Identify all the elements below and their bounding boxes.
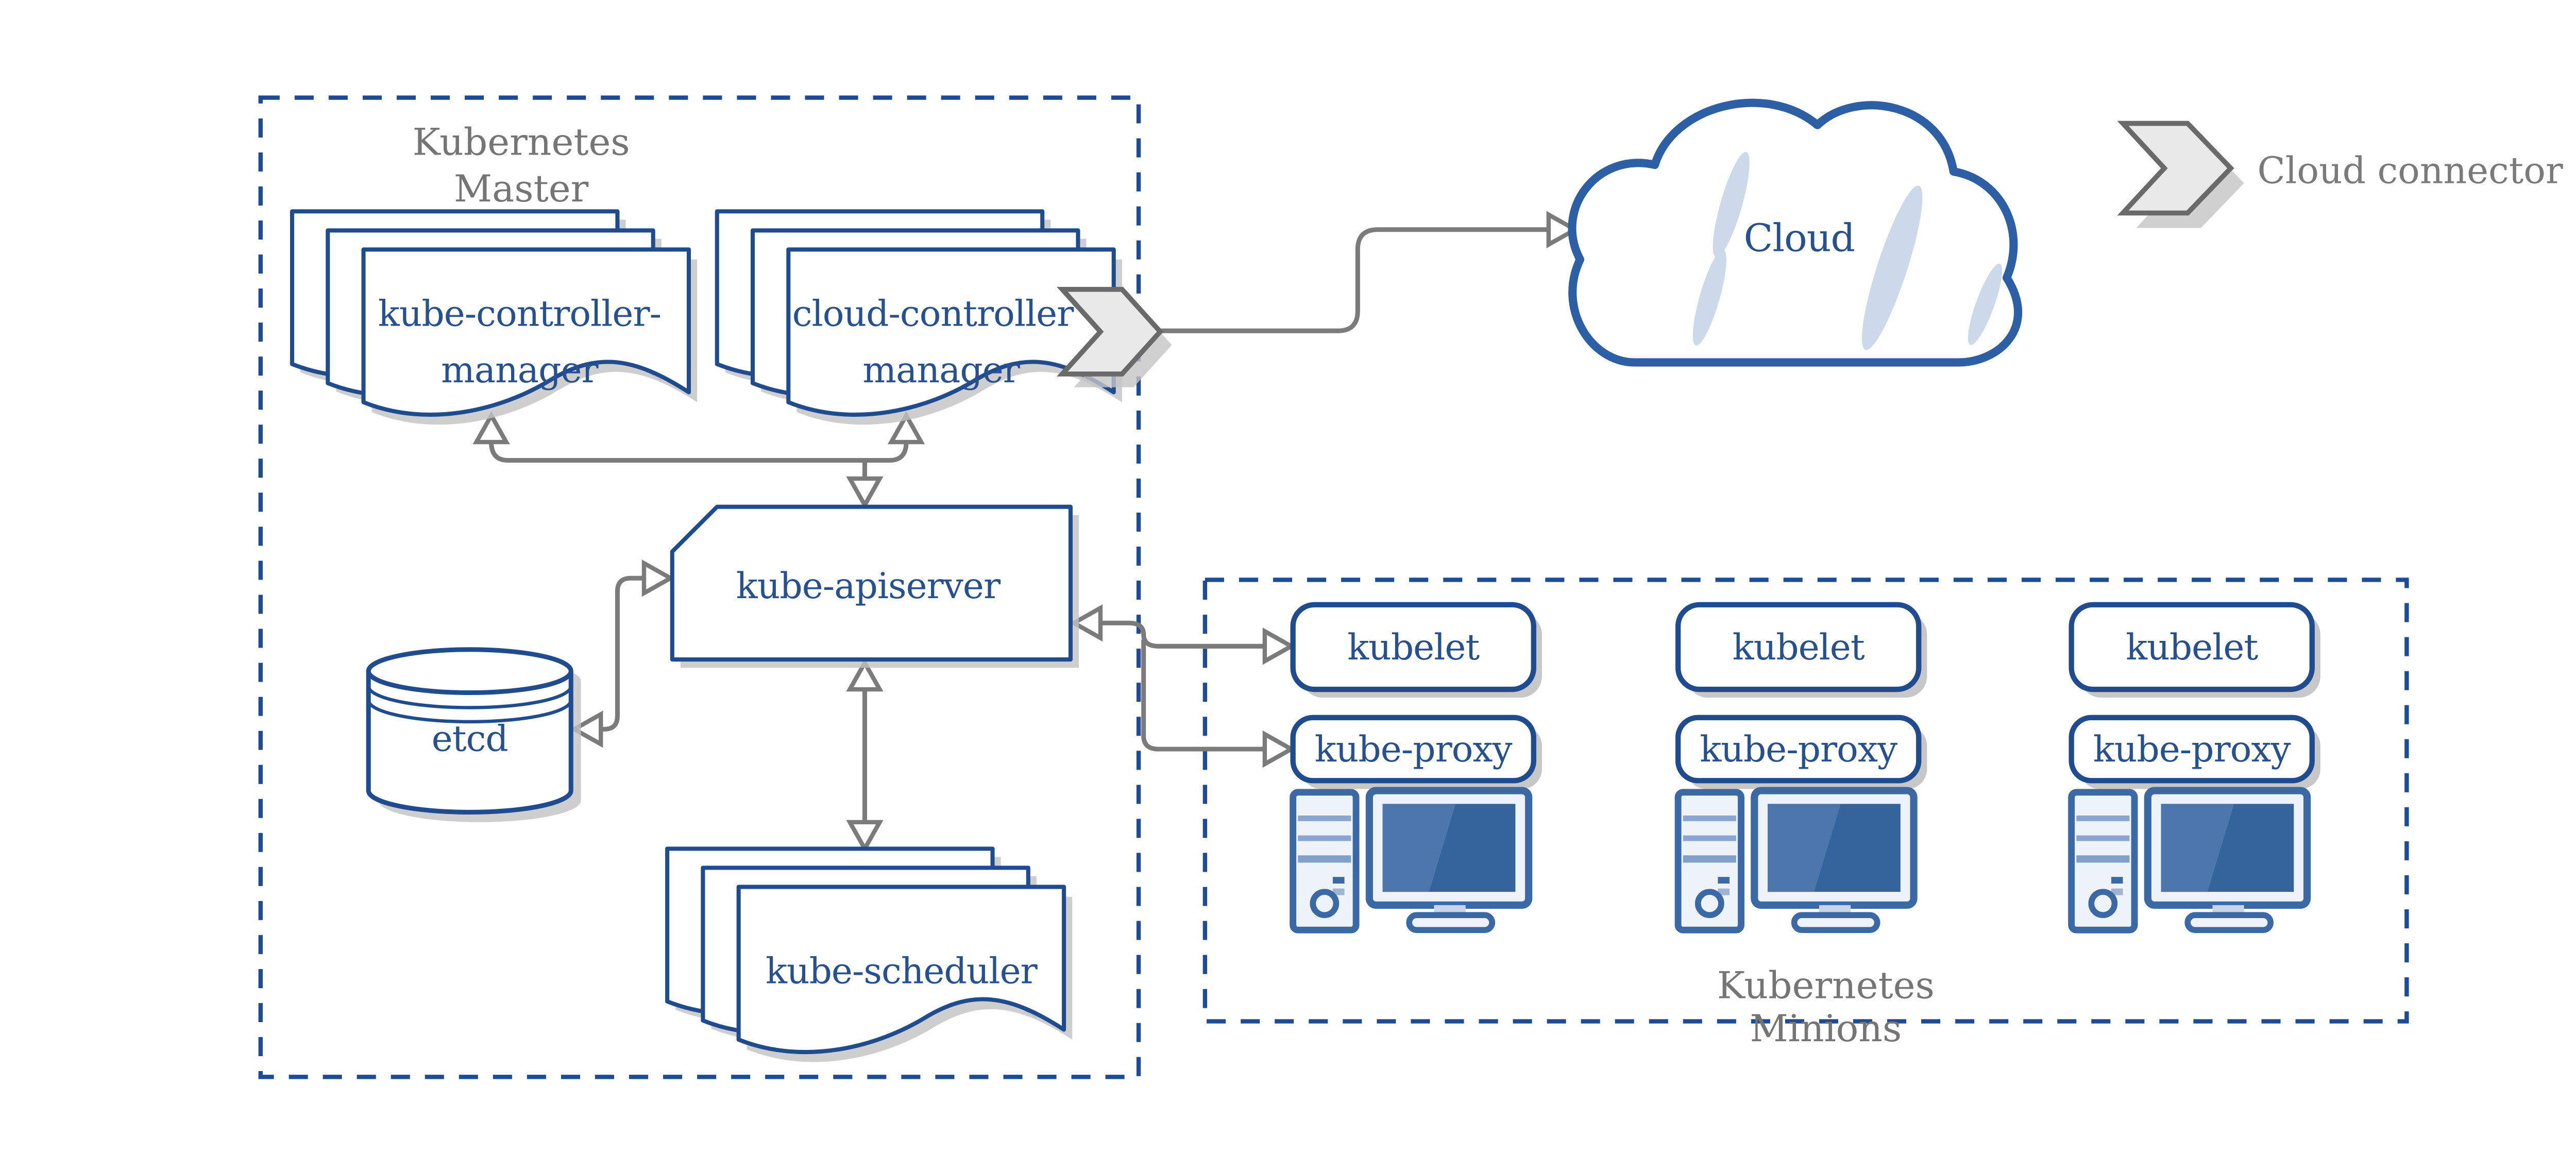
minion-node-2: kubelet kube-proxy	[1675, 602, 1927, 930]
kube-apiserver-node: kube-apiserver	[670, 504, 1079, 668]
kube-controller-manager-node: kube-controller- manager	[292, 211, 698, 425]
kubelet-badge	[2069, 602, 2315, 692]
legend-cloud-connector-label: Cloud connector	[2257, 149, 2563, 192]
legend: Cloud connector	[2117, 121, 2563, 228]
kube-scheduler-label: kube-scheduler	[766, 951, 1038, 992]
cloud-highlight	[1713, 151, 1750, 258]
arrow-up-into-cloud-controller-manager	[887, 411, 925, 445]
kubelet-badge	[1290, 602, 1536, 692]
arrow-up-into-kube-controller-manager	[472, 411, 510, 445]
minions-title-line1: Kubernetes	[1717, 964, 1935, 1007]
cloud-node: Cloud	[1568, 98, 2022, 367]
arrow-left-into-etcd	[570, 710, 603, 748]
etcd-cylinder-top	[366, 647, 573, 696]
etcd-node: etcd	[366, 647, 581, 822]
etcd-ridge	[366, 686, 573, 709]
arrow-right-into-kube-proxy	[1262, 730, 1296, 768]
kube-proxy-label: kube-proxy	[2093, 729, 2291, 770]
arrow-right-into-apiserver-left	[641, 559, 675, 597]
kube-proxy-badge	[1675, 715, 1922, 784]
master-title-line2: Master	[454, 167, 589, 211]
kube-proxy-badge	[1290, 715, 1536, 784]
kube-controller-manager-label-line1: kube-controller-	[378, 294, 661, 335]
cloud-controller-manager-node: cloud-controller manager	[717, 211, 1172, 425]
kubernetes-master-boundary	[258, 95, 1141, 1079]
kubelet-label: kubelet	[1347, 627, 1480, 668]
minion-node-1: kubelet kube-proxy	[1290, 602, 1542, 930]
cloud-highlight	[1968, 263, 2003, 345]
cloud-connector-line	[1160, 227, 1549, 333]
kube-apiserver-label: kube-apiserver	[736, 566, 1001, 607]
kubernetes-minions-boundary	[1202, 578, 2409, 1024]
minions-title-line2: Minions	[1750, 1007, 1902, 1050]
workstation-icon	[1678, 791, 1913, 930]
kube-proxy-badge	[2069, 715, 2315, 784]
kube-scheduler-node: kube-scheduler	[667, 849, 1073, 1062]
workstation-icon	[2072, 791, 2307, 930]
cloud-shape	[1568, 98, 2022, 367]
arrow-down-into-scheduler	[846, 820, 884, 853]
cloud-controller-manager-label-line2: manager	[862, 350, 1020, 391]
apiserver-kubelet-line	[1100, 620, 1265, 649]
kube-controller-manager-label-line2: manager	[441, 350, 599, 391]
arrow-left-into-apiserver-right	[1069, 604, 1103, 642]
apiserver-etcd-line	[601, 575, 644, 732]
arrow-up-into-apiserver-bottom	[846, 658, 884, 692]
connectors	[472, 211, 1580, 853]
managers-bus-line	[489, 442, 909, 463]
legend-cloud-connector-icon	[2117, 121, 2234, 216]
etcd-label: etcd	[432, 718, 508, 759]
kube-proxy-label: kube-proxy	[1315, 729, 1513, 770]
apiserver-kubeproxy-line	[1141, 639, 1265, 752]
kubelet-badge	[1675, 602, 1922, 692]
arrow-right-into-kubelet	[1262, 628, 1296, 665]
cloud-connector-chevron-icon	[1056, 286, 1164, 377]
cloud-highlight	[1862, 185, 1923, 350]
apiserver-shape	[670, 504, 1073, 662]
arrow-right-into-cloud	[1546, 211, 1580, 248]
etcd-ridge	[366, 700, 573, 724]
workstation-icon	[1293, 791, 1529, 930]
cloud-highlight	[1692, 249, 1726, 346]
arrow-down-into-apiserver	[846, 476, 884, 510]
cloud-label: Cloud	[1744, 216, 1855, 261]
master-title-line1: Kubernetes	[413, 121, 630, 164]
minion-node-3: kubelet kube-proxy	[2069, 602, 2320, 930]
kubelet-label: kubelet	[1733, 627, 1865, 668]
cloud-controller-manager-label-line1: cloud-controller	[792, 294, 1074, 335]
kube-proxy-label: kube-proxy	[1700, 729, 1897, 770]
kubelet-label: kubelet	[2126, 627, 2258, 668]
